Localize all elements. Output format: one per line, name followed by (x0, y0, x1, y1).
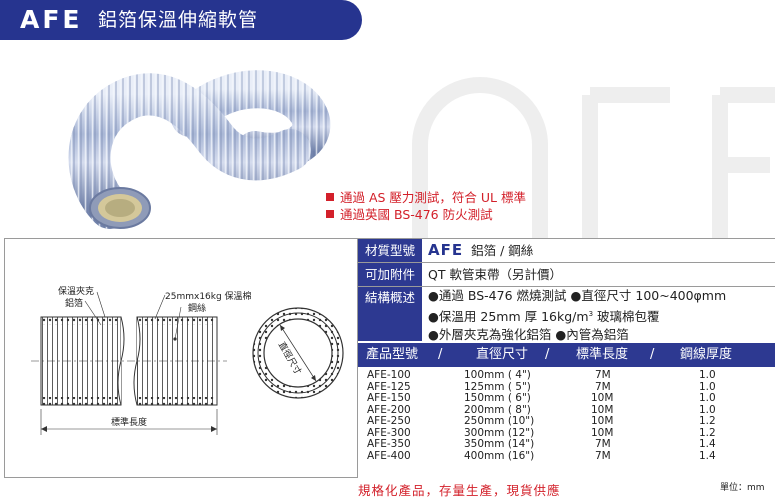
column-header-model: 產品型號 (366, 347, 419, 362)
divider (358, 238, 775, 239)
table-header: 產品型號 / 直徑尺寸 / 標準長度 / 鋼線厚度 (358, 343, 775, 367)
structure-row: ●通過 BS-476 燃燒測試 ●直徑尺寸 100~400φmm ●保溫用 25… (422, 287, 775, 343)
label-length: 標準長度 (111, 418, 148, 428)
structure-line: ●外層夾克為強化鋁箔 ●內管為鋁箔 (428, 327, 629, 343)
feature-item: 通過 AS 壓力測試，符合 UL 標準 (326, 190, 526, 206)
brand-logo: AFE (20, 5, 83, 34)
divider (358, 262, 775, 263)
structure-line: ●保溫用 25mm 厚 16kg/m3 玻璃棉包覆 (428, 309, 660, 325)
table-row: AFE-200 200mm ( 8") 10M 1.0 (367, 403, 716, 416)
table-row: AFE-350 350mm (14") 7M 1.4 (367, 438, 716, 450)
material-label: 材質型號 (358, 239, 422, 262)
column-separator: / (650, 347, 655, 362)
label-jacket: 保溫夾克 (58, 287, 95, 297)
structure-label: 結構概述 (358, 287, 422, 341)
feature-item: 通過英國 BS-476 防火測試 (326, 207, 493, 223)
page-title: 鋁箔保溫伸縮軟管 (98, 9, 259, 31)
header-banner (0, 0, 362, 40)
table-row: AFE-400 400mm (16") 7M 1.4 (367, 449, 716, 462)
accessory-row: QT 軟管束帶（另計價） (422, 263, 775, 286)
label-wire: 鋼絲 (188, 304, 207, 314)
accessory-label: 可加附件 (358, 263, 422, 286)
material-brand: AFE (428, 241, 464, 259)
column-header-wire: 鋼線厚度 (680, 347, 733, 362)
column-separator: / (438, 347, 443, 362)
product-photo (68, 70, 331, 229)
watermark-graphic (412, 77, 775, 245)
column-header-diameter: 直徑尺寸 (476, 347, 529, 362)
column-header-length: 標準長度 (576, 347, 629, 362)
accessory-value: QT 軟管束帶（另計價） (428, 267, 562, 282)
hose-cross-section-drawing (31, 291, 344, 435)
table-row: AFE-150 150mm ( 6") 10M 1.0 (367, 392, 716, 404)
red-square-icon (326, 210, 334, 218)
material-value: 鋁箔 / 鋼絲 (471, 243, 534, 258)
table-row: AFE-100 100mm ( 4") 7M 1.0 (367, 369, 716, 381)
footer-slogan: 規格化產品，存量生產，現貨供應 (358, 483, 561, 498)
table-row: AFE-125 125mm ( 5") 7M 1.0 (367, 380, 716, 393)
material-row: AFE 鋁箔 / 鋼絲 (422, 239, 775, 262)
label-insulation: 25mmx16kg 保溫棉 (165, 292, 252, 302)
label-foil: 鋁箔 (65, 299, 84, 309)
table-row: AFE-250 250mm (10") 10M 1.2 (367, 415, 716, 427)
table-row: AFE-300 300mm (12") 10M 1.2 (367, 426, 716, 439)
red-square-icon (326, 193, 334, 201)
divider (358, 286, 775, 287)
structure-diagram: 保溫夾克 鋁箔 25mmx16kg 保溫棉 鋼絲 標準長度 直徑尺寸 (4, 238, 358, 478)
column-separator: / (545, 347, 550, 362)
unit-note: 單位：mm (720, 483, 765, 493)
structure-line: ●通過 BS-476 燃燒測試 ●直徑尺寸 100~400φmm (428, 288, 727, 303)
